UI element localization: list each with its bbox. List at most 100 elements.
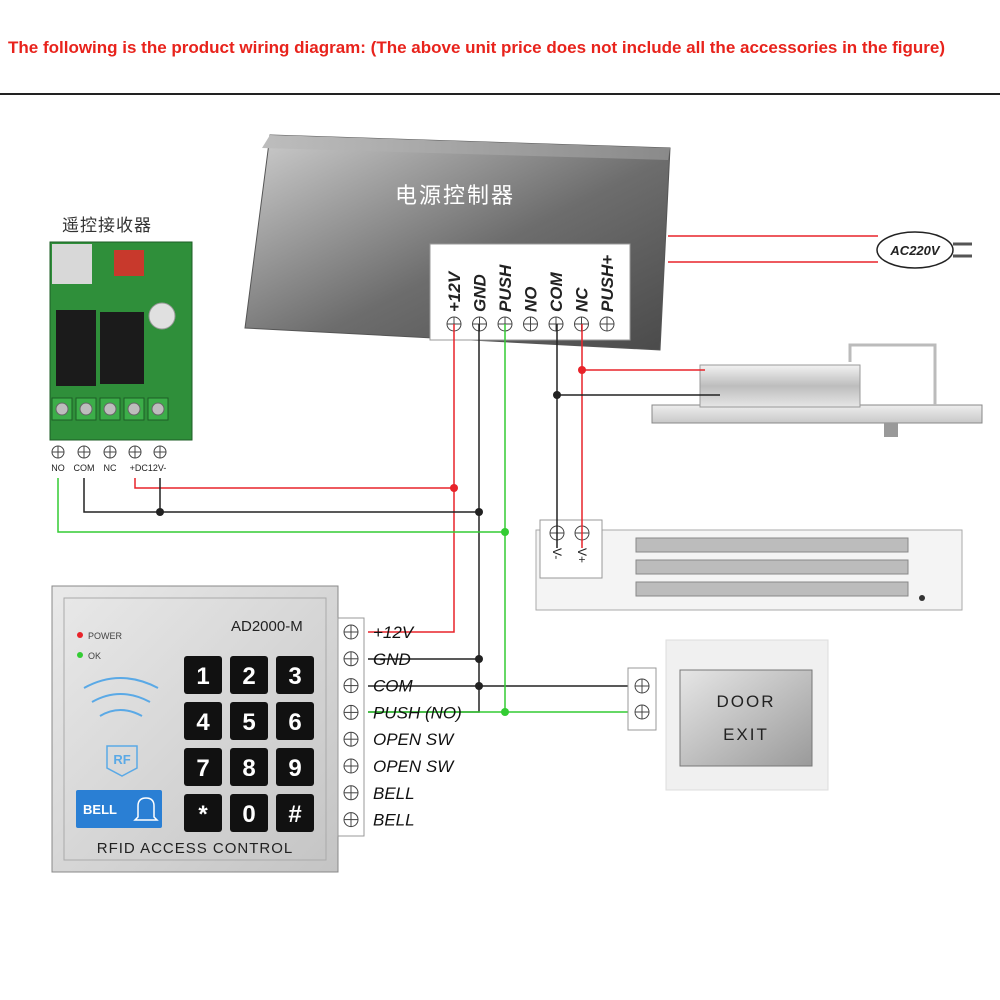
- wire-red: [134, 324, 455, 489]
- keypad-terminal-label: BELL: [373, 811, 415, 830]
- magnetic-lock-screw: [919, 595, 925, 601]
- wire-junction: [475, 508, 483, 516]
- wire-junction: [578, 366, 586, 374]
- magnetic-lock-terminal-panel: [539, 519, 603, 579]
- remote-receiver-potentiometer: [114, 250, 144, 276]
- keypad-model: AD2000-M: [231, 618, 303, 635]
- bolt-lock-plate: [651, 404, 983, 424]
- bolt-lock-bracket: [848, 343, 937, 405]
- exit-button-line1: DOOR: [717, 692, 776, 711]
- keypad-key-label: 7: [196, 755, 209, 782]
- keypad-key[interactable]: 4: [184, 702, 222, 740]
- ok-led: [77, 652, 83, 658]
- receiver-terminal-screw: [79, 402, 93, 416]
- magnetic-lock-terminal-label: V-: [550, 548, 564, 559]
- keypad-key-cap[interactable]: [276, 794, 314, 832]
- power-controller-terminal-label: NO: [522, 287, 541, 313]
- receiver-terminal-label: +DC12V-: [130, 463, 167, 473]
- keypad-footer: RFID ACCESS CONTROL: [97, 840, 294, 857]
- keypad-terminal-label: OPEN SW: [373, 757, 455, 776]
- bell-icon: [133, 797, 159, 821]
- power-controller-terminal-label: COM: [547, 272, 566, 313]
- magnetic-lock-core: [635, 537, 909, 553]
- bolt-lock-body: [699, 364, 861, 408]
- keypad-key[interactable]: *: [184, 794, 222, 832]
- keypad-key[interactable]: 7: [184, 748, 222, 786]
- door-exit-button[interactable]: [679, 669, 813, 767]
- keypad-key-label: 4: [196, 709, 210, 736]
- receiver-terminal-screw: [55, 402, 69, 416]
- receiver-terminal-screw: [103, 402, 117, 416]
- keypad-key-cap[interactable]: [230, 748, 268, 786]
- keypad-key-cap[interactable]: [184, 748, 222, 786]
- receiver-terminal-label: NC: [104, 463, 117, 473]
- wire-junction: [553, 391, 561, 399]
- exit-button-line2: EXIT: [723, 725, 769, 744]
- keypad-key[interactable]: 6: [276, 702, 314, 740]
- power-controller-terminal-label: PUSH: [496, 264, 515, 312]
- ac-plug-label: AC220V: [889, 243, 940, 258]
- receiver-terminal-label: COM: [74, 463, 95, 473]
- remote-receiver-antenna-module: [52, 244, 92, 284]
- keypad-key[interactable]: 1: [184, 656, 222, 694]
- magnetic-lock: V-V+: [535, 519, 963, 611]
- remote-receiver-title: 遥控接收器: [62, 216, 152, 235]
- electric-bolt-lock: [651, 343, 983, 437]
- ac-plug: AC220V: [876, 231, 972, 269]
- wires: [57, 235, 878, 716]
- keypad-key-cap[interactable]: [184, 794, 222, 832]
- keypad-key-label: #: [288, 801, 301, 828]
- remote-receiver-capacitor: [148, 302, 176, 330]
- keypad-terminal-label: GND: [373, 650, 411, 669]
- remote-receiver-relay: [56, 310, 96, 386]
- keypad-terminal-strip: [337, 617, 365, 837]
- keypad-key-label: 0: [242, 801, 255, 828]
- keypad-terminal-label: COM: [373, 677, 414, 696]
- rf-wave-icon: [83, 677, 159, 689]
- keypad-key-cap[interactable]: [230, 702, 268, 740]
- diagram-heading: The following is the product wiring diag…: [8, 38, 946, 57]
- ac-plug-body: [876, 231, 954, 269]
- keypad-key-label: 8: [242, 755, 255, 782]
- receiver-terminal-screw: [127, 402, 141, 416]
- wire-junction: [475, 655, 483, 663]
- wire-red: [368, 488, 455, 633]
- keypad-key-cap[interactable]: [184, 656, 222, 694]
- power-led-label: POWER: [88, 631, 123, 641]
- receiver-terminal-screw: [151, 402, 165, 416]
- bolt-lock-pin: [884, 423, 898, 437]
- keypad-key[interactable]: 0: [230, 794, 268, 832]
- rf-wave-icon: [99, 709, 143, 717]
- keypad-key-label: *: [198, 801, 208, 828]
- power-controller-terminal-label: +12V: [445, 270, 464, 312]
- keypad-key-cap[interactable]: [230, 656, 268, 694]
- rf-wave-icon: [91, 693, 151, 703]
- keypad-terminal-label: PUSH (NO): [373, 703, 462, 722]
- ok-led-label: OK: [88, 651, 101, 661]
- keypad-terminal-label: OPEN SW: [373, 730, 455, 749]
- wire-junction: [475, 682, 483, 690]
- keypad-key-cap[interactable]: [276, 702, 314, 740]
- wire-junction: [501, 708, 509, 716]
- bell-label: BELL: [83, 802, 117, 817]
- keypad-key[interactable]: 3: [276, 656, 314, 694]
- magnetic-lock-core: [635, 559, 909, 575]
- keypad-key-cap[interactable]: [184, 702, 222, 740]
- receiver-terminal-label: NO: [51, 463, 65, 473]
- keypad-key-cap[interactable]: [230, 794, 268, 832]
- keypad-key[interactable]: 8: [230, 748, 268, 786]
- keypad-inner-frame: [63, 597, 327, 861]
- keypad-key[interactable]: 2: [230, 656, 268, 694]
- keypad-key-cap[interactable]: [276, 656, 314, 694]
- keypad-key[interactable]: #: [276, 794, 314, 832]
- keypad-key-label: 5: [242, 709, 255, 736]
- keypad-key-label: 9: [288, 755, 301, 782]
- keypad-key[interactable]: 5: [230, 702, 268, 740]
- keypad-key-cap[interactable]: [276, 748, 314, 786]
- remote-receiver: 遥控接收器 NO COM NC +DC12V-: [49, 216, 193, 473]
- keypad-key-label: 1: [196, 663, 209, 690]
- power-controller-terminal-label: GND: [471, 274, 490, 312]
- keypad-key[interactable]: 9: [276, 748, 314, 786]
